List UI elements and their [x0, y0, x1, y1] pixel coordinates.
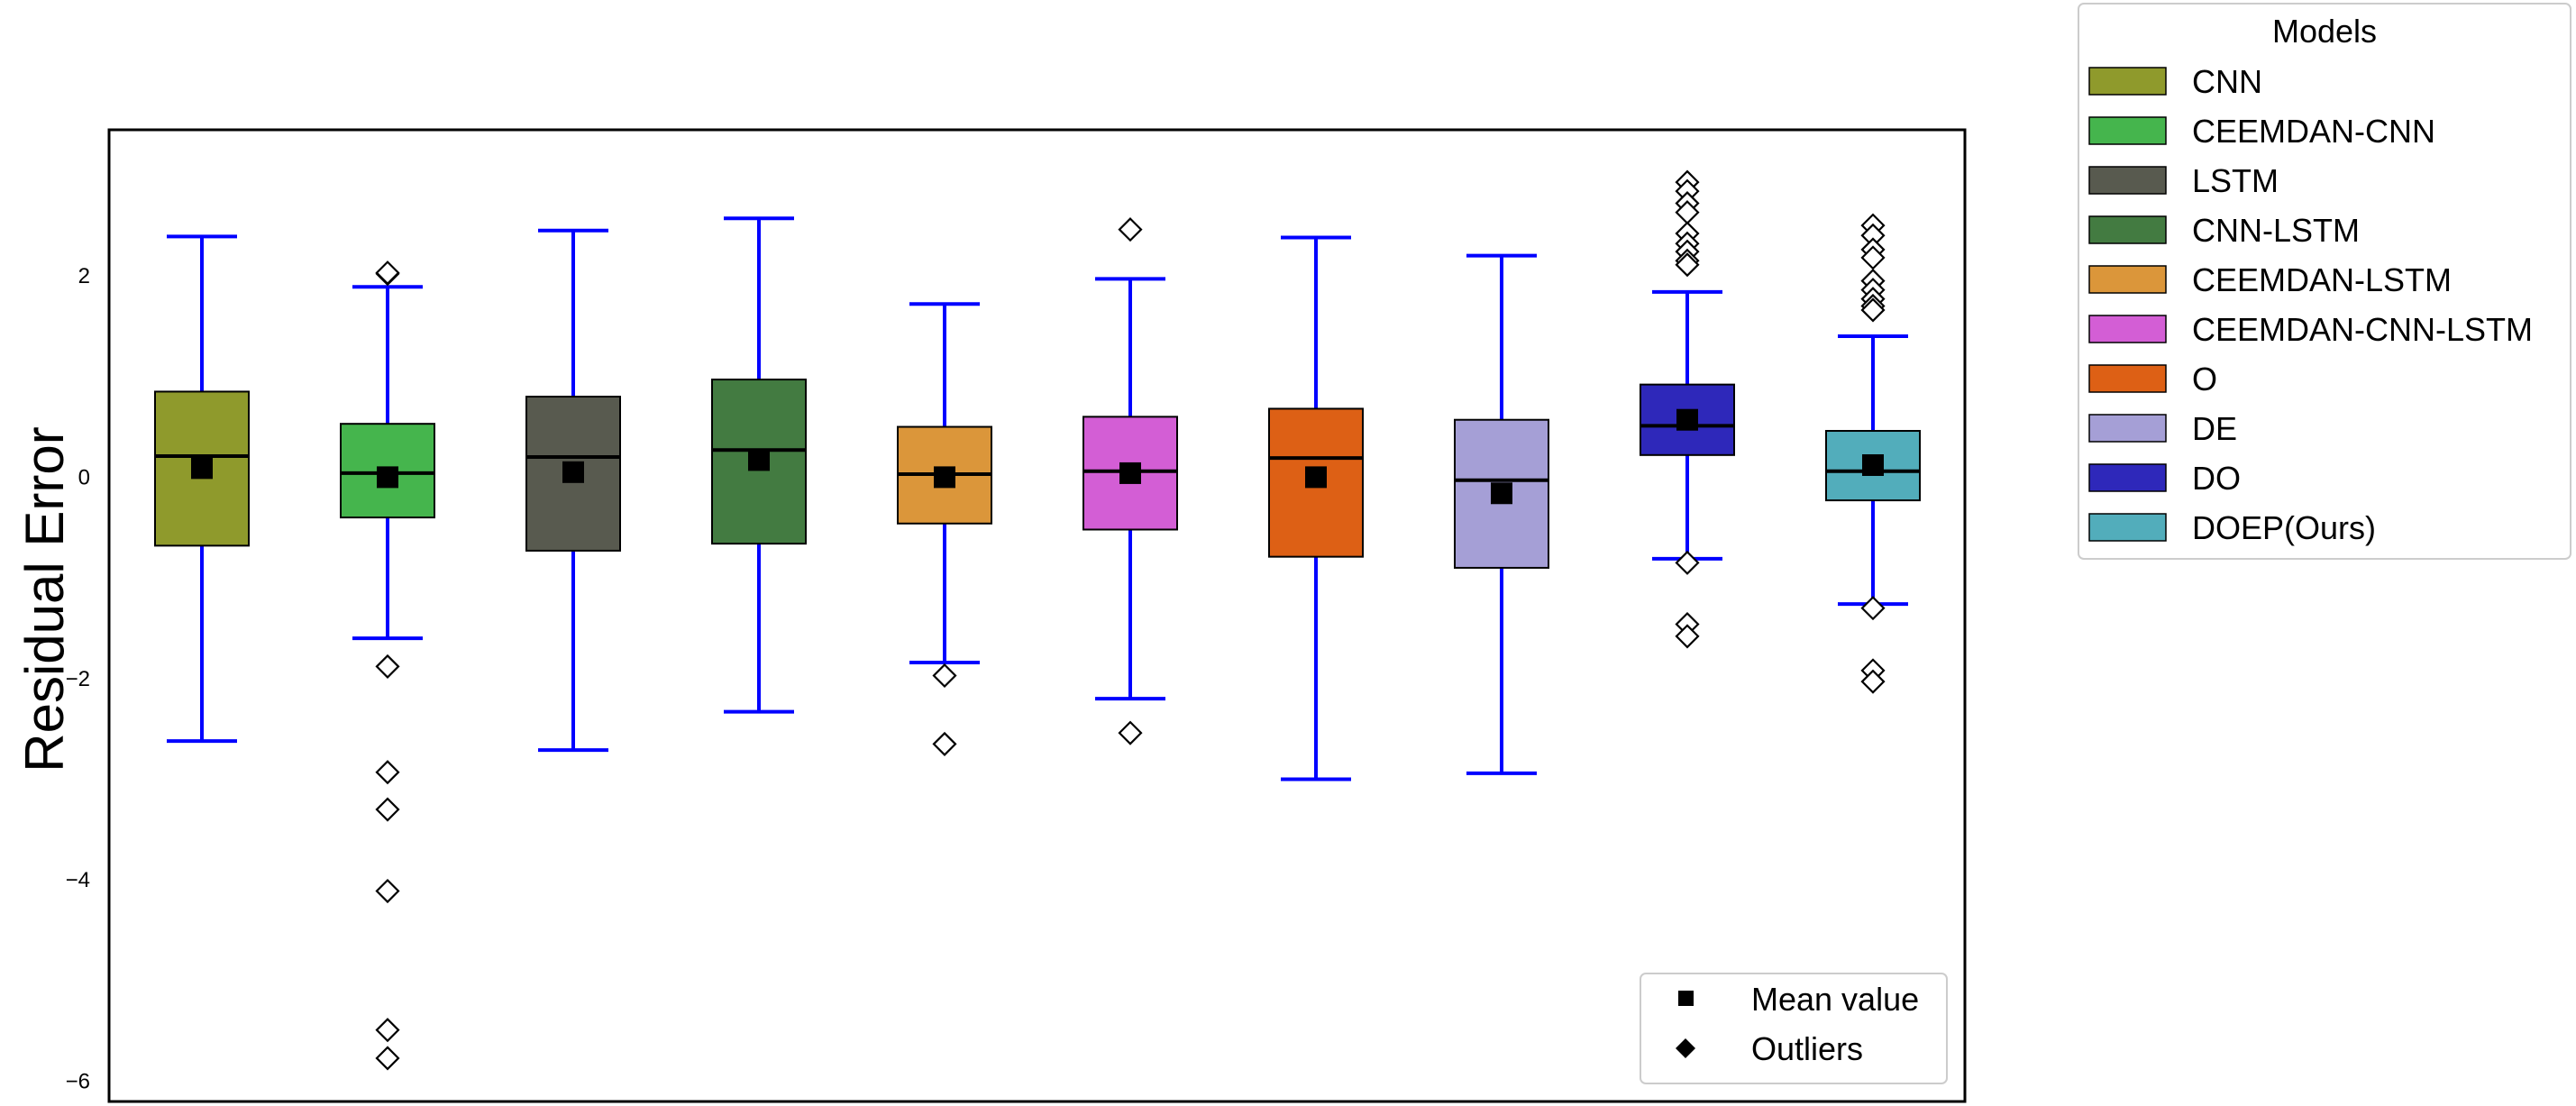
outlier-marker: [1675, 252, 1700, 278]
legend-swatch: [2088, 166, 2167, 195]
box-group: [1082, 217, 1178, 745]
outlier-marker: [375, 1018, 400, 1043]
legend-label: CEEMDAN-CNN-LSTM: [2192, 311, 2533, 348]
plot-layer: 2 0 −2 −4 −6: [66, 128, 1967, 1103]
outlier-legend-marker: [1676, 1038, 1695, 1058]
mean-legend-label: Mean value: [1751, 981, 1919, 1018]
y-axis-label: Residual Error: [14, 426, 75, 772]
box-group: [340, 261, 435, 1071]
mean-marker: [377, 466, 398, 489]
mean-marker: [1119, 462, 1141, 484]
box-group: [1268, 235, 1364, 782]
legend-label: CNN-LSTM: [2192, 212, 2360, 249]
mean-marker: [1676, 408, 1698, 431]
legend-label: DOEP(Ours): [2192, 509, 2376, 546]
mean-legend-marker: [1678, 991, 1694, 1006]
legend-swatch: [2088, 463, 2167, 492]
box-group: [711, 216, 807, 714]
models-legend-title: Models: [2272, 13, 2377, 50]
legend-label: DO: [2192, 460, 2241, 497]
outlier-marker: [375, 261, 400, 286]
outlier-marker: [932, 663, 957, 689]
box-group: [1454, 253, 1549, 775]
outlier-marker: [1118, 217, 1143, 242]
box-group: [1825, 213, 1921, 694]
y-tick-label: −6: [66, 1070, 90, 1094]
legend-label: LSTM: [2192, 162, 2279, 199]
legend-label: CEEMDAN-CNN: [2192, 113, 2435, 150]
outlier-marker: [1860, 245, 1886, 270]
legend-label: CEEMDAN-LSTM: [2192, 261, 2452, 298]
legend-swatch: [2088, 265, 2167, 294]
legend-swatch: [2088, 215, 2167, 244]
outlier-marker: [1675, 550, 1700, 575]
mean-marker: [191, 457, 213, 480]
legend-swatch: [2088, 513, 2167, 542]
outlier-marker: [1675, 624, 1700, 649]
mean-marker: [748, 449, 770, 471]
marker-legend-frame: [1640, 973, 1948, 1084]
box-group: [154, 234, 250, 744]
box-group: [1640, 169, 1735, 649]
outlier-marker: [932, 731, 957, 756]
outlier-marker: [375, 654, 400, 679]
legend-swatch: [2088, 116, 2167, 145]
models-legend-frame: [2078, 3, 2571, 560]
y-tick-label: −4: [66, 868, 90, 892]
legend-swatch: [2088, 67, 2167, 96]
outlier-marker: [375, 760, 400, 785]
models-legend: Models CNN CEEMDAN-CNN LSTM CNN-LSTM CEEMDAN…: [2078, 3, 2571, 560]
box-group: [525, 228, 621, 753]
mean-marker: [1305, 466, 1327, 489]
y-tick-label: 0: [78, 465, 90, 489]
outlier-marker: [375, 878, 400, 904]
outlier-marker: [375, 1046, 400, 1071]
outlier-marker: [1860, 669, 1886, 694]
outlier-marker: [1860, 596, 1886, 621]
legend-label: DE: [2192, 410, 2237, 447]
outlier-marker: [1860, 297, 1886, 323]
legend-swatch: [2088, 315, 2167, 343]
y-tick-label: 2: [78, 264, 90, 288]
mean-marker: [934, 466, 955, 489]
marker-legend: Mean value Outliers: [1640, 973, 1948, 1084]
outlier-legend-label: Outliers: [1751, 1030, 1863, 1067]
mean-marker: [562, 461, 584, 483]
mean-marker: [1491, 482, 1512, 505]
models-legend-entries: CNN CEEMDAN-CNN LSTM CNN-LSTM CEEMDAN-LSTM CE…: [2088, 63, 2533, 546]
legend-label: CNN: [2192, 63, 2262, 100]
legend-label: O: [2192, 361, 2217, 398]
outlier-marker: [375, 797, 400, 822]
y-tick-label: −2: [66, 667, 90, 691]
legend-swatch: [2088, 364, 2167, 393]
mean-marker: [1862, 453, 1884, 476]
outlier-marker: [1118, 720, 1143, 745]
legend-swatch: [2088, 414, 2167, 443]
box-group: [897, 302, 992, 756]
